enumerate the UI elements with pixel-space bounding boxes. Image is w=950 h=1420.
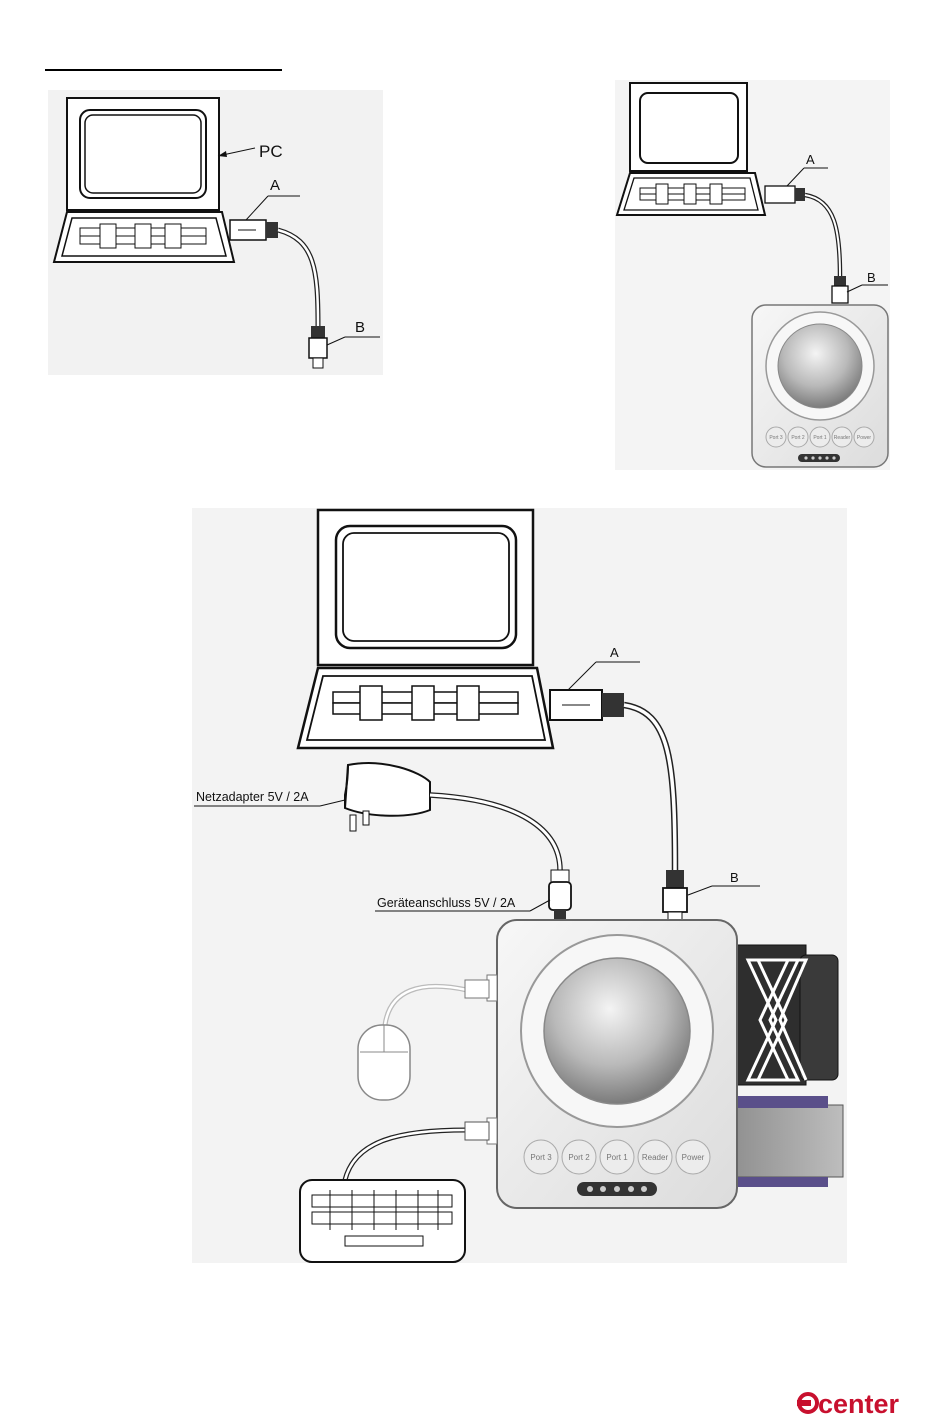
usb-hub-device: Port 3 Port 2 Port 1 Reader Power <box>487 920 737 1208</box>
label-b: B <box>867 270 876 285</box>
center-logo: center <box>797 1389 900 1419</box>
hub-button-row: Port 3 Port 2 Port 1 Reader Power <box>766 427 874 447</box>
pc-monitor <box>318 510 533 665</box>
pc-keyboard <box>54 212 234 262</box>
sd-card <box>728 1096 843 1187</box>
label-a: A <box>806 152 815 167</box>
usb-plug-a <box>230 220 278 240</box>
hub-button-label: Port 3 <box>769 435 783 441</box>
hub-button-label: Port 2 <box>791 435 805 441</box>
diagram-pc-hub: A B Port 3 Port 2 Port 1 Reader Power <box>615 80 890 470</box>
diagram-full-setup: A B Netzadapter 5V / 2A Geräteanschluss … <box>192 508 847 1263</box>
hub-lens <box>544 958 690 1104</box>
pc-monitor <box>630 83 747 171</box>
pc-monitor <box>67 98 219 210</box>
label-b: B <box>730 870 739 885</box>
hub-button-label: Port 3 <box>530 1153 552 1162</box>
label-a: A <box>270 177 280 194</box>
usb-plug-b <box>832 276 848 303</box>
pc-keyboard <box>617 173 765 215</box>
diagram-pc-cable: PC A B <box>48 90 383 375</box>
usb-hub-device: Port 3 Port 2 Port 1 Reader Power <box>752 305 888 467</box>
label-a: A <box>610 645 619 660</box>
hub-button-label: Power <box>682 1153 705 1162</box>
label-pc: PC <box>259 142 283 161</box>
usb-plug-a <box>550 690 624 720</box>
logo-text: center <box>818 1389 900 1419</box>
pc-keyboard <box>298 668 553 748</box>
hub-lens <box>778 324 862 408</box>
hub-button-label: Reader <box>834 435 851 441</box>
hub-button-label: Port 1 <box>606 1153 628 1162</box>
hub-button-label: Power <box>857 435 872 441</box>
hub-button-label: Reader <box>642 1153 669 1162</box>
hub-button-label: Port 2 <box>568 1153 590 1162</box>
label-power-adapter: Netzadapter 5V / 2A <box>196 790 309 804</box>
label-b: B <box>355 319 365 336</box>
memory-card <box>728 945 838 1085</box>
hub-button-row: Port 3 Port 2 Port 1 Reader Power <box>524 1140 710 1174</box>
label-device-jack: Geräteanschluss 5V / 2A <box>377 896 516 910</box>
hub-button-label: Port 1 <box>813 435 827 441</box>
usb-plug-a <box>765 186 805 203</box>
